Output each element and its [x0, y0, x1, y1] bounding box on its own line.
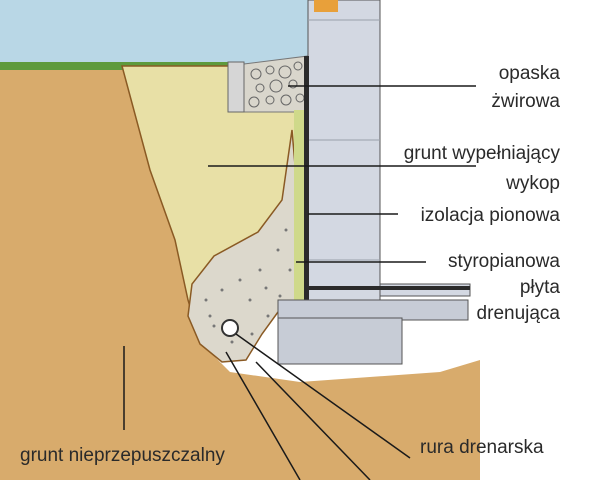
wall-joints	[308, 19, 380, 261]
foundation-wall	[307, 0, 381, 301]
curb-post	[227, 61, 245, 113]
footing-lower	[277, 317, 403, 365]
label-drainage-board-line3: drenująca	[476, 303, 560, 324]
vertical-insulation	[304, 56, 309, 302]
label-backfill-line1: grunt wypełniający	[403, 143, 560, 164]
gravel-bed-specks	[204, 228, 292, 344]
leader-pointer-1	[225, 351, 301, 480]
label-drainage-board-line2: płyta	[519, 277, 560, 298]
label-vertical-insulation: izolacja pionowa	[420, 205, 560, 226]
gravel-band	[243, 55, 309, 113]
leader-drain-pipe	[235, 333, 411, 459]
leader-lines	[123, 85, 476, 480]
wall-top-element	[314, 0, 338, 12]
label-drainage-board-line1: styropianowa	[448, 251, 560, 272]
footing	[277, 299, 469, 321]
label-backfill-line2: wykop	[506, 173, 560, 194]
leader-pointer-2	[255, 361, 371, 480]
drain-pipe	[221, 319, 239, 337]
slab-insulation	[308, 286, 470, 290]
label-gravel-band-line2: żwirowa	[491, 91, 560, 112]
label-gravel-band-line1: opaska	[498, 63, 560, 84]
drainage-board	[294, 110, 304, 306]
sky	[0, 0, 310, 66]
label-impermeable-soil: grunt nieprzepuszczalny	[20, 445, 225, 466]
label-drain-pipe: rura drenarska	[420, 437, 544, 458]
native-soil	[0, 66, 480, 480]
gravel-stones	[248, 61, 305, 108]
